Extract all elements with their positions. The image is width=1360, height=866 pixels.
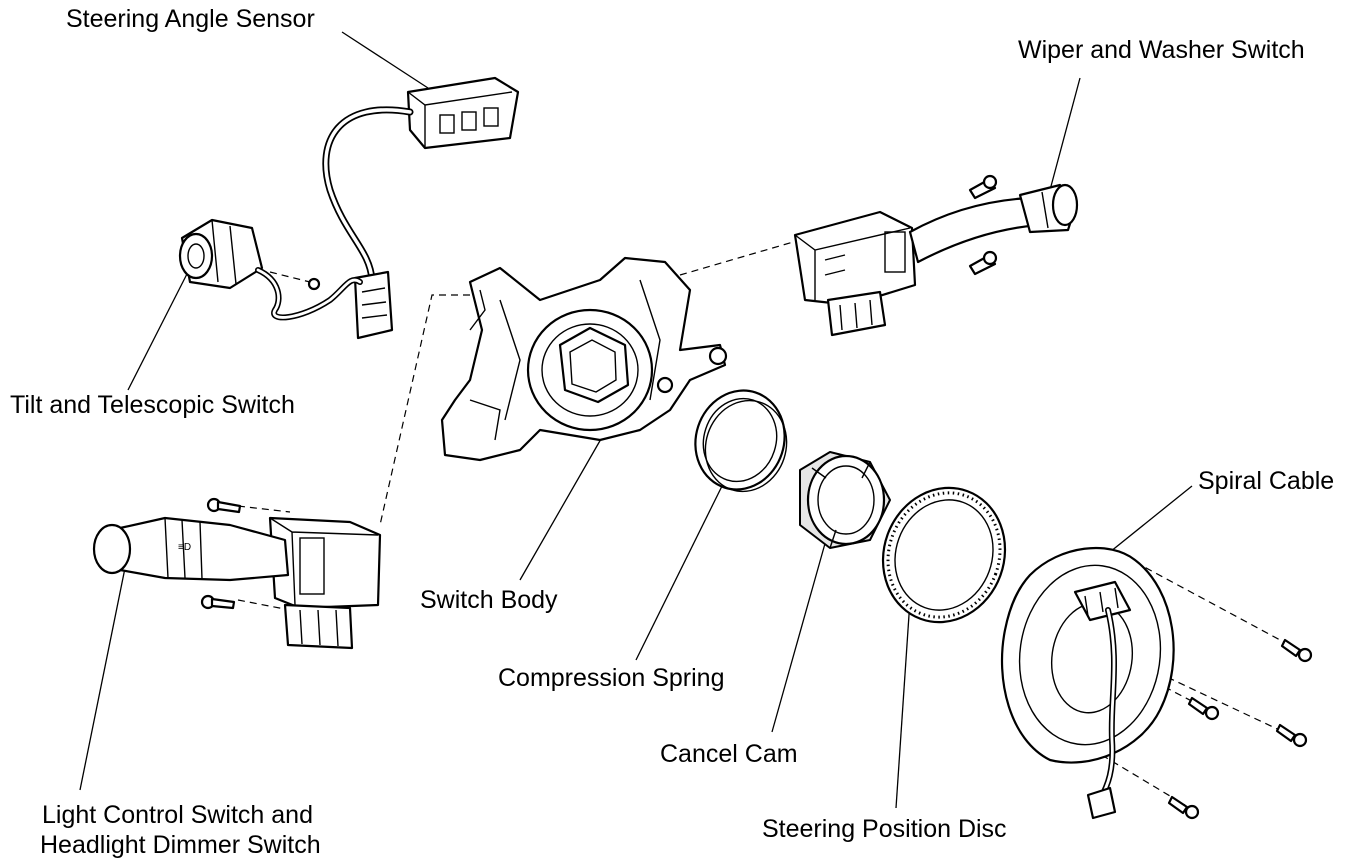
label-compression-spring: Compression Spring [498,664,725,692]
leader-wiper-washer-switch [1049,77,1081,191]
leader-spiral-cable [1099,485,1193,561]
leader-light-control-switch [79,567,126,791]
leader-steering-angle-sensor [341,31,429,89]
assembly-line-spiral-1 [1134,561,1296,649]
assembly-line-wiper [679,239,801,276]
assembly-line-tilt-screw [269,271,311,283]
leader-switch-body [519,431,606,581]
leader-cancel-cam [771,539,827,733]
svg-text:≡D: ≡D [178,542,191,553]
leader-tilt-telescopic-switch [127,267,191,391]
spiral-cable-drawing [1000,546,1313,820]
steering-position-disc-drawing [881,486,1007,624]
label-light-control-switch-line1: Light Control Switch and [42,801,313,829]
label-steering-position-disc: Steering Position Disc [762,815,1007,843]
switch-body-drawing [440,256,728,462]
leader-compression-spring [635,479,726,661]
label-switch-body: Switch Body [420,586,558,614]
label-cancel-cam: Cancel Cam [660,740,798,768]
label-steering-angle-sensor: Steering Angle Sensor [66,5,315,33]
assembly-line-screw-1 [237,505,291,513]
label-tilt-telescopic-switch: Tilt and Telescopic Switch [10,391,295,419]
leader-lines [79,31,1193,809]
leader-steering-position-disc [895,599,911,809]
tilt-telescopic-switch-drawing [178,218,363,321]
steering-angle-sensor-drawing [322,76,520,340]
cancel-cam-drawing [799,451,891,549]
compression-spring-drawing [694,389,788,493]
label-spiral-cable: Spiral Cable [1198,467,1335,495]
label-light-control-switch-line2: Headlight Dimmer Switch [40,831,321,859]
wiper-washer-switch-drawing [793,174,1079,337]
assembly-line-light-switch [379,294,470,526]
label-wiper-washer-switch: Wiper and Washer Switch [1018,36,1305,64]
light-control-switch-drawing: ≡D [92,497,382,650]
assembly-line-screw-2 [237,599,291,611]
